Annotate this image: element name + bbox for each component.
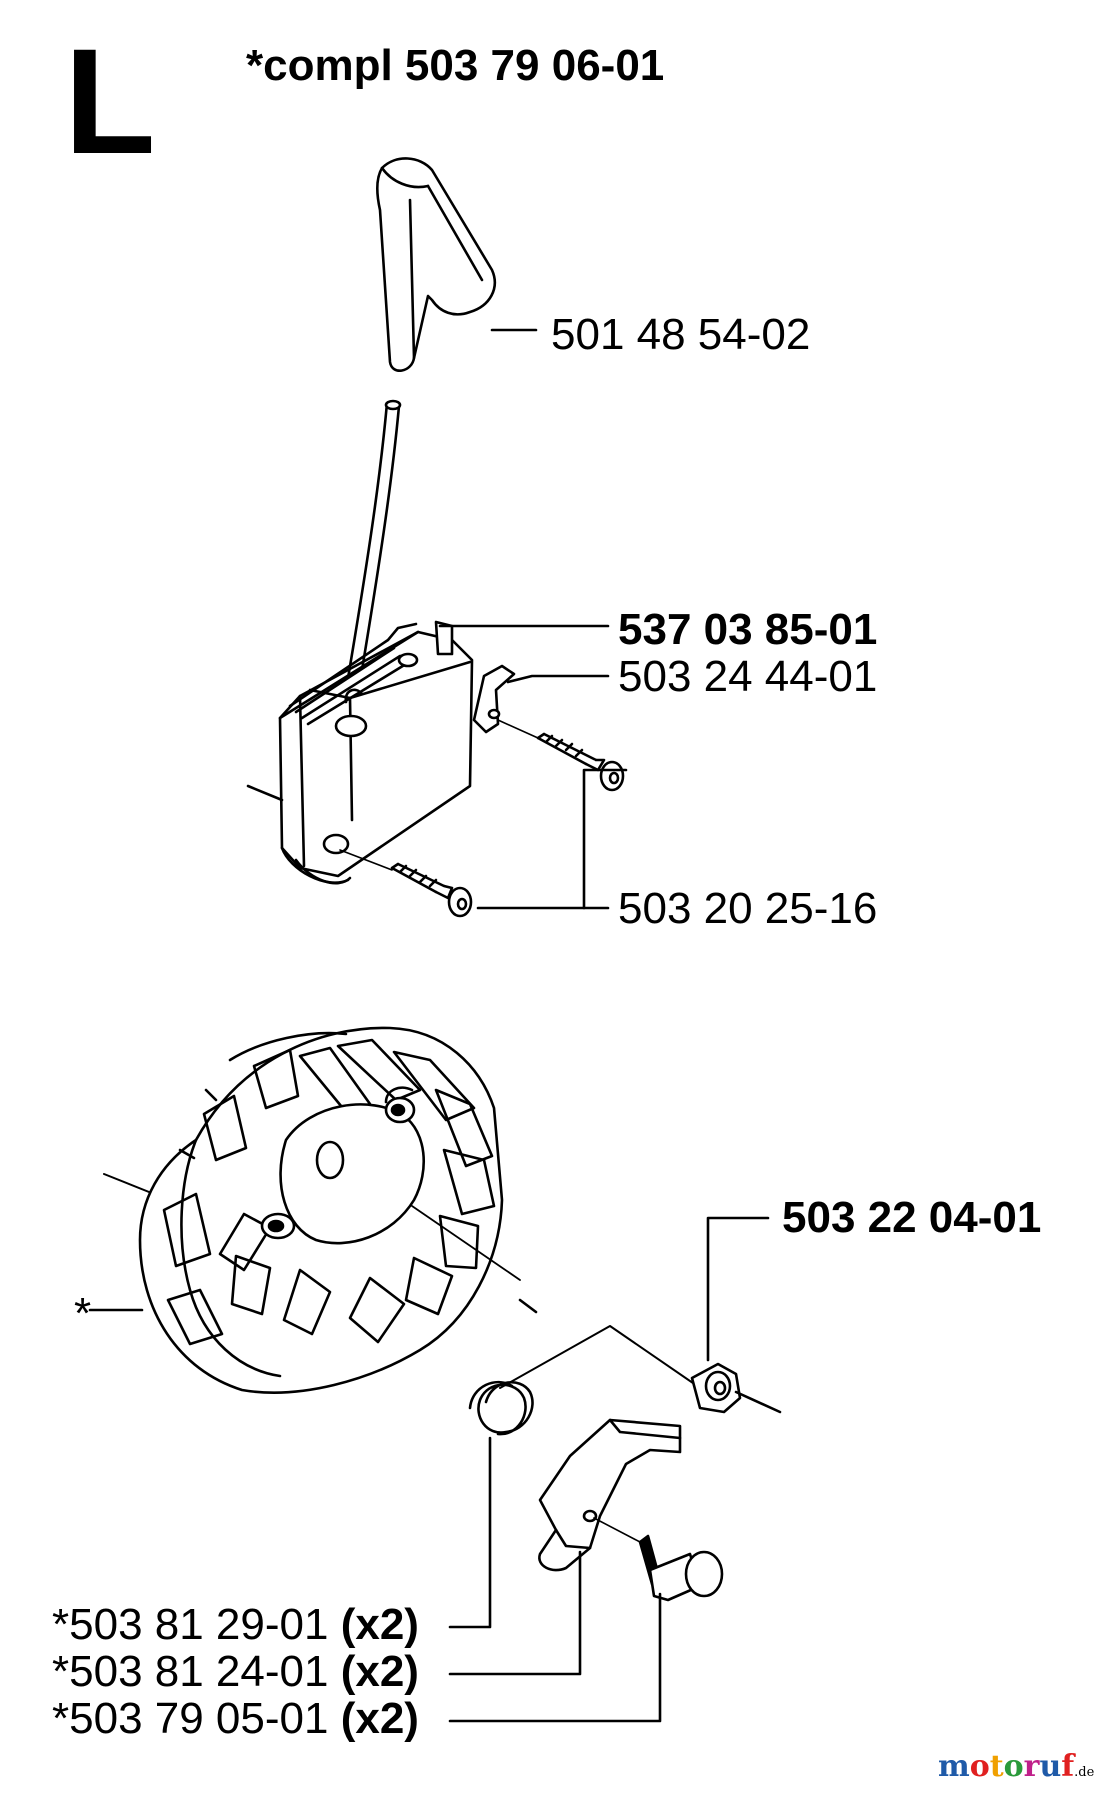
nut-icon[interactable] bbox=[499, 1325, 782, 1414]
part-qty: (x2) bbox=[340, 1647, 419, 1696]
spark-plug-cap-icon[interactable] bbox=[375, 157, 497, 372]
part-label-pawl[interactable]: *503 81 24-01 (x2) bbox=[52, 1650, 419, 1694]
ignition-cable-icon bbox=[344, 399, 402, 696]
part-qty: (x2) bbox=[340, 1600, 419, 1649]
leader-line bbox=[448, 1436, 492, 1629]
leader-line bbox=[706, 1216, 770, 1362]
brand-name: motoruf bbox=[938, 1749, 1075, 1784]
part-label-spring[interactable]: *503 81 29-01 (x2) bbox=[52, 1603, 419, 1647]
part-number: *503 81 29-01 bbox=[52, 1600, 329, 1649]
screw-icon[interactable] bbox=[497, 719, 625, 792]
leader-line bbox=[448, 1592, 662, 1723]
part-label-spark-plug-cap[interactable]: 501 48 54-02 bbox=[551, 310, 811, 359]
axis-line bbox=[411, 1205, 521, 1281]
leader-line bbox=[506, 674, 610, 684]
flywheel-icon[interactable] bbox=[103, 1026, 504, 1394]
pawl-icon[interactable] bbox=[538, 1418, 682, 1572]
part-number: *503 81 24-01 bbox=[52, 1647, 329, 1696]
part-label-pin[interactable]: *503 79 05-01 (x2) bbox=[52, 1697, 419, 1741]
pin-icon[interactable] bbox=[593, 1517, 724, 1602]
part-label-ignition-module[interactable]: 537 03 85-01 bbox=[618, 605, 878, 654]
part-label-nut[interactable]: 503 22 04-01 bbox=[782, 1193, 1042, 1242]
leader-line bbox=[448, 1550, 582, 1676]
assembly-number: *compl 503 79 06-01 bbox=[246, 41, 665, 90]
brand-watermark: motoruf.de bbox=[938, 1752, 1094, 1782]
bracket-icon[interactable] bbox=[472, 664, 516, 734]
brand-domain: .de bbox=[1074, 1765, 1095, 1780]
part-qty: (x2) bbox=[340, 1694, 419, 1743]
axis-line bbox=[246, 784, 284, 802]
spring-icon[interactable] bbox=[468, 1298, 538, 1436]
section-letter: L bbox=[64, 17, 156, 185]
screw-icon[interactable] bbox=[339, 849, 473, 918]
leader-line bbox=[476, 768, 628, 910]
part-label-bracket[interactable]: 503 24 44-01 bbox=[618, 652, 878, 701]
part-number: *503 79 05-01 bbox=[52, 1694, 329, 1743]
flywheel-asterisk: * bbox=[74, 1289, 92, 1338]
part-label-screws[interactable]: 503 20 25-16 bbox=[618, 884, 878, 933]
ignition-module-icon[interactable] bbox=[278, 620, 474, 885]
